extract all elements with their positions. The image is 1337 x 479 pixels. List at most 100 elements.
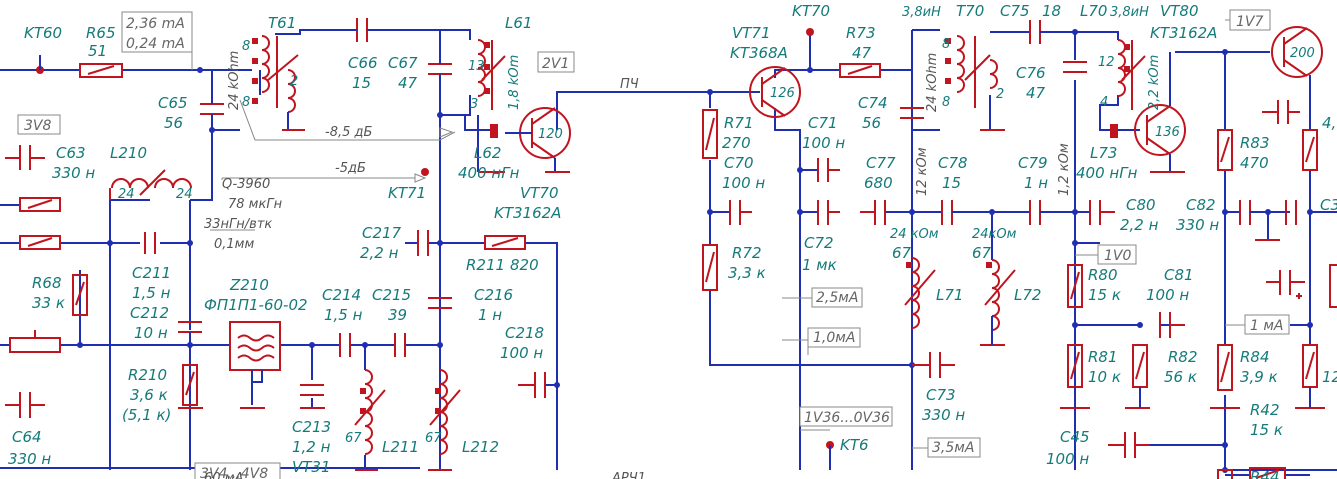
label-c79: C79 [1018, 154, 1048, 172]
label-vt31: VT31 [292, 458, 331, 476]
label-wire-dia: 0,1мм [214, 237, 254, 252]
label-c211: C211 [132, 264, 171, 282]
label-l73: L73 [1090, 144, 1117, 162]
label-r82-value: 56 к [1164, 368, 1197, 386]
label-c214-value: 1,5 н [324, 306, 363, 324]
label-c63: C63 [56, 144, 86, 162]
resistor-r211 [484, 235, 526, 250]
label-z210: Z210 [229, 276, 269, 294]
label-c213: C213 [292, 418, 331, 436]
label-vt80: VT80 [1160, 2, 1199, 20]
label-r72-value: 3,3 к [728, 264, 766, 282]
label-c75: C75 [1000, 2, 1030, 20]
value-tags [17, 9, 1290, 479]
tp-kt70 [806, 28, 814, 36]
label-c64: C64 [12, 428, 42, 446]
capacitor-c213 [300, 384, 324, 396]
tag-3v4-4v8: 3V4...4V8 [200, 466, 268, 479]
label-vt71-type: KT368A [730, 44, 788, 62]
label-c217: C217 [362, 224, 402, 242]
label-kt70: KT70 [792, 2, 830, 20]
label-att-5db: -5дБ [335, 161, 366, 176]
capacitor-c73 [912, 352, 955, 378]
capacitor-c75 [1029, 20, 1050, 44]
label-l70-res: 2,2 kOm [1147, 55, 1162, 110]
label-l210-b: 24 [176, 187, 193, 202]
resistor-right-c [1329, 264, 1337, 308]
test-points [36, 28, 834, 470]
resistors [9, 63, 1337, 479]
resistor-r72 [702, 244, 718, 291]
label-pch: ПЧ [620, 77, 639, 92]
capacitor-c72 [817, 200, 840, 225]
capacitors [5, 18, 1305, 458]
label-c216-value: 1 н [478, 306, 502, 324]
label-c70-value: 100 н [722, 174, 765, 192]
label-res-1-2k: 1,2 кОм [1057, 143, 1072, 196]
capacitor-c65 [200, 100, 224, 120]
label-vt70: VT70 [520, 184, 559, 202]
inductor-l71 [904, 257, 936, 329]
label-c214: C214 [322, 286, 361, 304]
label-z210-type: ФП1П1-60-02 [204, 296, 308, 314]
transformer-t70 [945, 35, 998, 108]
label-c63-value: 330 н [52, 164, 95, 182]
label-edge-c3: C3 [1320, 196, 1337, 214]
label-l211: L211 [382, 438, 419, 456]
label-l61-value: 1,8 kOm [507, 55, 522, 110]
label-r65-value: 51 [88, 42, 107, 60]
label-t70-tap8a: 8 [942, 37, 950, 52]
capacitor-c214 [339, 333, 351, 357]
label-r44: R44 [1250, 468, 1280, 479]
inductor-l212 [429, 369, 461, 455]
label-inductance: 78 мкГн [228, 197, 283, 212]
tag-35ma: 3,5мА [932, 440, 974, 456]
label-c71-value: 100 н [802, 134, 845, 152]
label-r81-value: 10 к [1088, 368, 1121, 386]
label-per-turn: 33нГн/втк [204, 217, 272, 232]
capacitor-c71 [817, 158, 840, 182]
label-c77-value: 680 [864, 174, 893, 192]
label-l70-ind: 3,8иН [1110, 5, 1149, 20]
label-c81-value: 100 н [1146, 286, 1189, 304]
inductor-l211 [354, 369, 386, 455]
label-l72: L72 [1014, 286, 1041, 304]
resistor-left-b [19, 235, 61, 250]
label-l70: L70 [1080, 2, 1107, 20]
capacitor-c218 [518, 372, 546, 398]
tag-1v0: 1V0 [1104, 248, 1131, 264]
capacitor-c74 [900, 107, 924, 119]
resistor-left-a [19, 197, 61, 212]
transistor-vt200 [1271, 26, 1323, 78]
label-r210: R210 [128, 366, 167, 384]
label-c212-value: 10 н [134, 324, 168, 342]
capacitor-c212 [178, 321, 202, 345]
label-r65: R65 [86, 24, 116, 42]
label-kt71: KT71 [388, 184, 426, 202]
text-labels: KT60 R65 51 2,36 mA 0,24 mA T61 C66 15 C… [8, 2, 1337, 479]
label-c73-value: 330 н [922, 406, 965, 424]
label-vt136: 136 [1155, 125, 1180, 140]
tag-3v8: 3V8 [24, 118, 51, 134]
capacitor-c70 [729, 200, 752, 225]
label-l71-res: 24 кОм [890, 227, 939, 242]
capacitor-electrolytic [1266, 270, 1305, 299]
tag-1v36: 1V36...0V36 [804, 410, 890, 426]
tag-current-2: 0,24 mA [126, 36, 185, 52]
label-kt6: KT6 [840, 436, 869, 454]
label-l71: L71 [936, 286, 963, 304]
label-c74: C74 [858, 94, 888, 112]
label-t61: T61 [268, 14, 296, 32]
capacitor-c82b [1285, 200, 1297, 225]
label-t61-tap8b: 8 [242, 95, 250, 110]
label-l71-turns: 67 [892, 244, 912, 262]
resistor-r71 [702, 109, 718, 159]
label-l62: L62 [474, 144, 501, 162]
label-r42-value: 15 к [1250, 421, 1283, 439]
label-l62-value: 400 нГн [458, 164, 520, 182]
label-r73-value: 47 [852, 44, 872, 62]
tag-25ma: 2,5мА [816, 290, 858, 306]
label-l61-tap3: 3 [470, 97, 478, 112]
label-r210-alt: (5,1 к) [122, 406, 171, 424]
label-vt70-type: KT3162A [494, 204, 561, 222]
